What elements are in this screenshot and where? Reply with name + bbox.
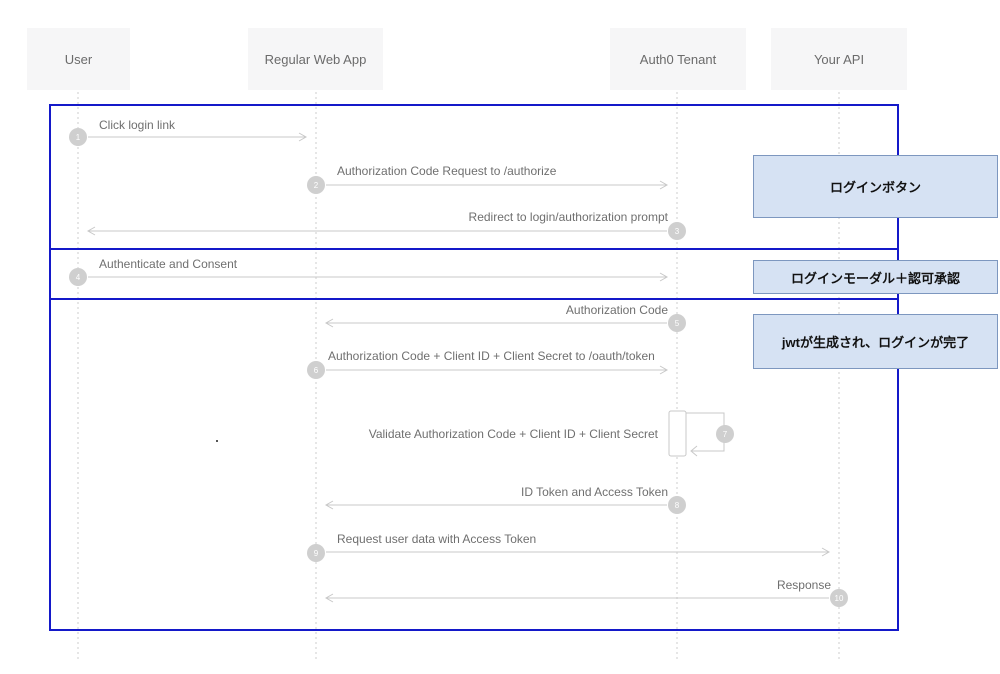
arrowhead-8 (324, 500, 334, 510)
step-badge-1: 1 (69, 128, 87, 146)
message-label-4: Authenticate and Consent (99, 257, 238, 271)
step-badge-10: 10 (830, 589, 848, 607)
self-arrowhead-7 (690, 445, 698, 457)
step-badge-3: 3 (668, 222, 686, 240)
participant-web-app: Regular Web App (248, 28, 383, 90)
note-login-modal: ログインモーダル＋認可承認 (753, 260, 998, 294)
step-badge-4: 4 (69, 268, 87, 286)
step-badge-7: 7 (716, 425, 734, 443)
arrowhead-1 (298, 132, 308, 142)
message-label-9: Request user data with Access Token (337, 532, 537, 546)
step-badge-6: 6 (307, 361, 325, 379)
activation-box (668, 410, 687, 457)
participant-auth0-tenant: Auth0 Tenant (610, 28, 746, 90)
step-badge-5: 5 (668, 314, 686, 332)
arrowhead-2 (659, 180, 669, 190)
participant-user: User (27, 28, 130, 90)
step-badge-8: 8 (668, 496, 686, 514)
note-login-button: ログインボタン (753, 155, 998, 218)
arrowhead-6 (659, 365, 669, 375)
message-label-6: Authorization Code + Client ID + Client … (328, 349, 655, 363)
participant-your-api: Your API (771, 28, 907, 90)
phase-box-token-exchange (49, 298, 899, 631)
arrowhead-4 (659, 272, 669, 282)
arrowhead-10 (324, 593, 334, 603)
arrowhead-5 (324, 318, 334, 328)
step-badge-2: 2 (307, 176, 325, 194)
message-label-5: Authorization Code (565, 303, 668, 317)
message-label-8: ID Token and Access Token (521, 485, 668, 499)
message-label-1: Click login link (99, 118, 176, 132)
step-badge-9: 9 (307, 544, 325, 562)
message-label-3: Redirect to login/authorization prompt (468, 210, 668, 224)
message-label-10: Response (776, 578, 831, 592)
arrowhead-9 (821, 547, 831, 557)
message-label-2: Authorization Code Request to /authorize (337, 164, 557, 178)
stray-dot (216, 440, 218, 442)
arrowhead-3 (86, 226, 96, 236)
message-label-7: Validate Authorization Code + Client ID … (368, 427, 658, 441)
note-jwt-issued: jwtが生成され、ログインが完了 (753, 314, 998, 369)
